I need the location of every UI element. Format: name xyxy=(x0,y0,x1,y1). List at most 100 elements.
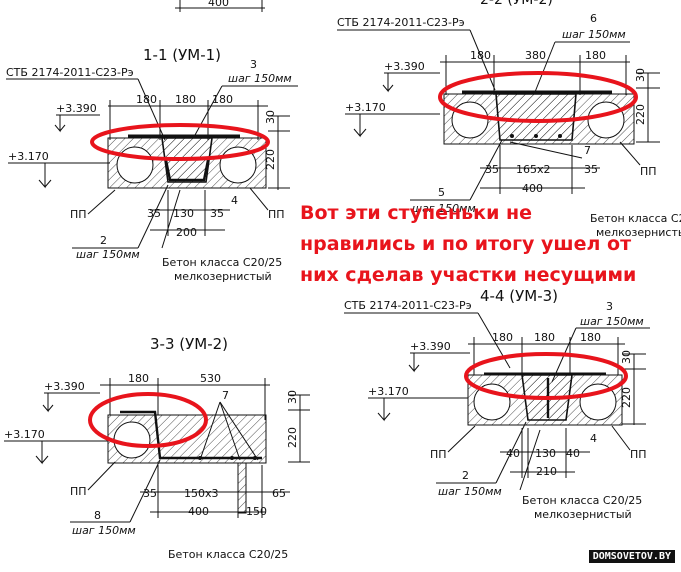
s1-step2-label: шаг 150мм xyxy=(76,248,140,261)
s3-dim-150x3: 150x3 xyxy=(184,487,219,500)
s1-red-ellipse xyxy=(90,123,270,161)
s2-level-bot-arrow xyxy=(353,114,367,138)
s1-void-left xyxy=(116,146,154,184)
s1-dim-200: 200 xyxy=(176,226,197,239)
s1-concrete-1: Бетон класса С20/25 xyxy=(162,256,282,269)
s4-dim-40a: 40 xyxy=(506,447,520,460)
s4-step2-label: шаг 150мм xyxy=(438,485,502,498)
s2-concrete-2: мелкозернистый xyxy=(596,226,681,239)
s2-dim-380: 380 xyxy=(525,49,546,62)
s2-dim-35a: 35 xyxy=(485,163,499,176)
s3-level-bot-arrow xyxy=(35,441,49,465)
s2-mark-6: 6 xyxy=(590,12,597,25)
s2-level-top: +3.390 xyxy=(384,60,425,73)
s3-dim-30: 30 xyxy=(286,390,299,404)
s2-red-ellipse xyxy=(438,71,638,123)
s1-dim-30: 30 xyxy=(264,110,277,124)
s1-standard-label: СТБ 2174-2011-С23-Рэ xyxy=(6,66,134,79)
s4-dim-180a: 180 xyxy=(492,331,513,344)
s1-step-label: шаг 150мм xyxy=(228,72,292,85)
s1-level-bot: +3.170 xyxy=(8,150,49,163)
section-3-3: 3-3 (УМ-2) +3.390 +3.170 180 530 7 30 22… xyxy=(4,335,310,561)
s3-dim-530: 530 xyxy=(200,372,221,385)
s4-level-bot: +3.170 xyxy=(368,385,409,398)
s4-dim-180b: 180 xyxy=(534,331,555,344)
s1-pp-left: ПП xyxy=(70,208,87,221)
s1-level-top: +3.390 xyxy=(56,102,97,115)
s3-red-ellipse xyxy=(88,392,208,448)
s1-level-bot-arrow xyxy=(38,163,52,189)
s2-step-label: шаг 150мм xyxy=(562,28,626,41)
s2-dim-400: 400 xyxy=(522,182,543,195)
s4-dim-210: 210 xyxy=(536,465,557,478)
s4-dim-180c: 180 xyxy=(580,331,601,344)
s2-level-top-arrow xyxy=(382,73,394,93)
watermark: DOMSOVETOV.BY xyxy=(588,550,675,563)
s4-mark-3: 3 xyxy=(606,300,613,313)
s1-pp-right: ПП xyxy=(268,208,285,221)
s2-dim-35b: 35 xyxy=(584,163,598,176)
section-3-title: 3-3 (УМ-2) xyxy=(150,335,228,353)
s2-dim-180a: 180 xyxy=(470,49,491,62)
s4-concrete-1: Бетон класса С20/25 xyxy=(522,494,642,507)
section-2-title: 2-2 (УМ-2) xyxy=(480,0,553,8)
s3-dim-65: 65 xyxy=(272,487,286,500)
s4-step-label: шаг 150мм xyxy=(580,315,644,328)
s4-red-ellipse xyxy=(464,352,628,400)
s2-monolithic-key xyxy=(495,93,577,141)
s3-pp: ПП xyxy=(70,485,87,498)
s2-level-bot: +3.170 xyxy=(345,101,386,114)
s1-level-top-arrow xyxy=(54,115,66,133)
s1-mark-2: 2 xyxy=(100,234,107,247)
s2-dim-165: 165x2 xyxy=(516,163,551,176)
s1-mark-3: 3 xyxy=(250,58,257,71)
s1-dim-180c: 180 xyxy=(212,93,233,106)
s2-dim-180b: 180 xyxy=(585,49,606,62)
top-cut-fragment xyxy=(175,0,265,12)
annotation-line-3: них сделав участки несущими xyxy=(300,264,637,286)
s1-dim-180a: 180 xyxy=(136,93,157,106)
annotation-line-2: нравились и по итогу ушел от xyxy=(300,233,632,255)
section-4-title: 4-4 (УМ-3) xyxy=(480,287,558,305)
section-4-4: 4-4 (УМ-3) СТБ 2174-2011-С23-Рэ +3.390 +… xyxy=(344,287,650,521)
s4-dim-130: 130 xyxy=(535,447,556,460)
s4-level-bot-arrow xyxy=(377,398,391,422)
s2-dim-220: 220 xyxy=(634,104,647,125)
s2-mark-5: 5 xyxy=(438,186,445,199)
s2-void-left xyxy=(451,101,489,139)
s2-mark-7: 7 xyxy=(584,144,591,157)
s3-concrete-1: Бетон класса С20/25 xyxy=(168,548,288,561)
s2-concrete-1: Бетон класса С20/25 xyxy=(590,212,681,225)
s2-void-right xyxy=(587,101,625,139)
s4-pp-left: ПП xyxy=(430,448,447,461)
s3-dim-150b: 150 xyxy=(246,505,267,518)
section-1-1: 1-1 (УМ-1) СТБ 2174-2011-С23-Рэ +3.390 +… xyxy=(6,46,298,283)
s3-dim-220: 220 xyxy=(286,427,299,448)
s3-level-top-arrow xyxy=(42,393,54,413)
s2-step5-label: шаг 150мм xyxy=(412,202,476,215)
s4-dim-220: 220 xyxy=(620,387,633,408)
s1-dim-130: 130 xyxy=(173,207,194,220)
s3-dim-400: 400 xyxy=(188,505,209,518)
s3-rebar xyxy=(120,410,262,460)
s1-dim-35b: 35 xyxy=(210,207,224,220)
s3-wall xyxy=(237,462,247,514)
s4-dim-30: 30 xyxy=(620,350,633,364)
s2-dim-30: 30 xyxy=(634,68,647,82)
s2-standard-label: СТБ 2174-2011-С23-Рэ xyxy=(337,16,465,29)
red-annotation: Вот эти ступеньки не нравились и по итог… xyxy=(300,198,672,291)
s4-level-top-arrow xyxy=(408,353,420,373)
top-dim-400: 400 xyxy=(208,0,229,9)
s4-pp-right: ПП xyxy=(630,448,647,461)
s3-level-top: +3.390 xyxy=(44,380,85,393)
s4-mark-2: 2 xyxy=(462,469,469,482)
s3-void xyxy=(113,421,151,459)
s3-level-bot: +3.170 xyxy=(4,428,45,441)
s4-mark-4: 4 xyxy=(590,432,597,445)
s2-pp-right: ПП xyxy=(640,165,657,178)
s4-level-top: +3.390 xyxy=(410,340,451,353)
annotation-line-1: Вот эти ступеньки не xyxy=(300,202,533,224)
s1-concrete-2: мелкозернистый xyxy=(174,270,272,283)
